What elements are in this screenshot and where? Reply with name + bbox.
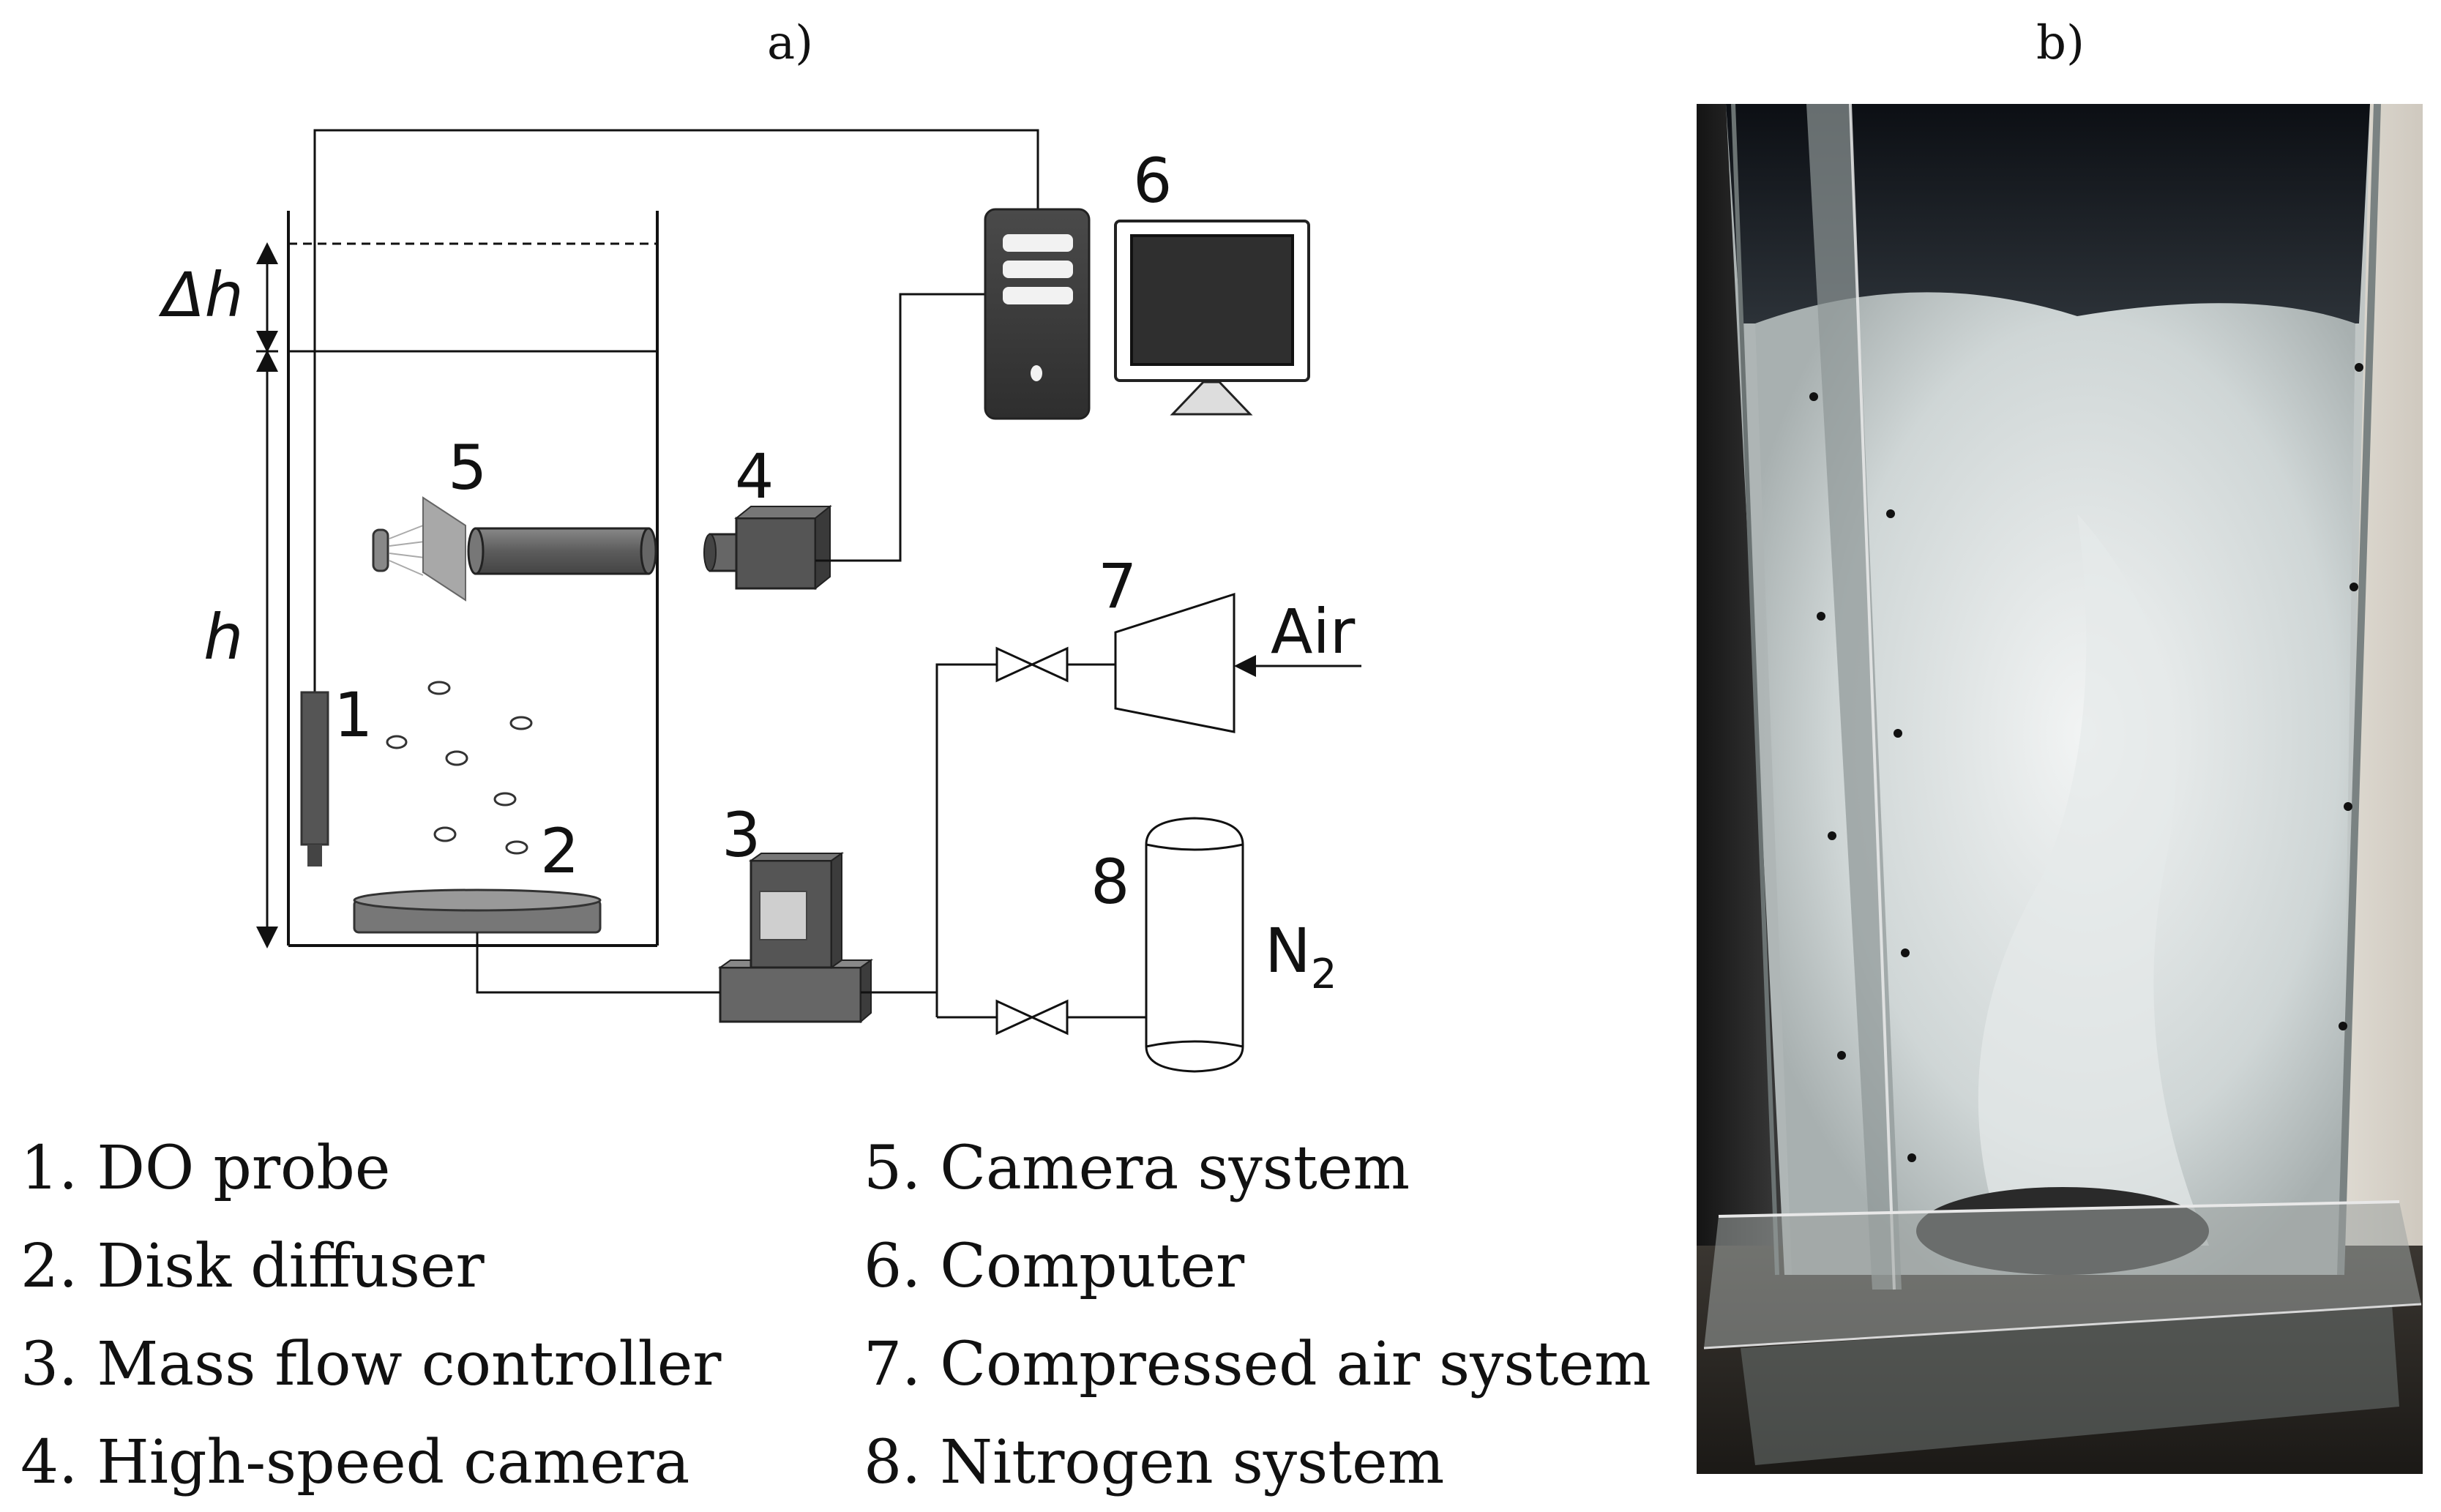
setup-schematic: Δh h 1 2 5: [158, 129, 1361, 1073]
nitrogen-label: N2: [1265, 915, 1337, 998]
base-plate: [1704, 1202, 2421, 1348]
camera-cable: [815, 293, 985, 562]
dimension-delta-h: [256, 242, 278, 353]
computer-monitor: [1114, 220, 1310, 416]
do-probe: [300, 691, 329, 867]
column-headspace: [1726, 104, 2370, 323]
plume-core: [1978, 514, 2209, 1246]
gas-manifold: [861, 663, 997, 994]
nitrogen-valve: [995, 999, 1069, 1036]
legend-item: 1. DO probe: [20, 1134, 391, 1203]
label-4: 4: [735, 441, 774, 512]
column-corner: [1806, 104, 1902, 1290]
disk-diffuser: [353, 888, 602, 934]
panel-a-label: a): [767, 16, 814, 70]
legend-left: 1. DO probe 2. Disk diffuser 3. Mass flo…: [20, 1120, 722, 1512]
label-2: 2: [540, 815, 579, 887]
mass-flow-controller: [717, 852, 874, 1024]
air-compressor: [1114, 592, 1236, 733]
label-8: 8: [1091, 846, 1129, 918]
label-7: 7: [1098, 550, 1137, 622]
label-6: 6: [1133, 145, 1172, 217]
probe-cable: [313, 129, 1039, 692]
air-label: Air: [1271, 596, 1356, 667]
nitrogen-label-main: N: [1265, 915, 1311, 987]
legend-item: 2. Disk diffuser: [20, 1232, 485, 1301]
legend-item: 7. Compressed air system: [864, 1330, 1651, 1399]
legend-item: 6. Computer: [864, 1232, 1245, 1301]
diffuser-supply-line: [476, 932, 720, 994]
nitrogen-label-sub: 2: [1311, 951, 1337, 998]
bubble-column-tank: [287, 211, 659, 947]
air-valve: [995, 646, 1069, 683]
label-5: 5: [448, 432, 487, 504]
computer-tower: [984, 208, 1091, 420]
legend-right: 5. Camera system 6. Computer 7. Compress…: [864, 1120, 1651, 1512]
label-3: 3: [722, 799, 760, 871]
frame-bolts: [1809, 363, 2363, 1162]
bubble-column-photo: [1697, 104, 2423, 1474]
legend-item: 4. High-speed camera: [20, 1428, 690, 1497]
legend-item: 3. Mass flow controller: [20, 1330, 722, 1399]
panel-b-label: b): [2036, 16, 2085, 70]
camera-system: [372, 496, 657, 602]
h-label: h: [203, 601, 244, 674]
legend-item: 5. Camera system: [864, 1134, 1410, 1203]
legend-item: 8. Nitrogen system: [864, 1428, 1445, 1497]
delta-h-label: Δh: [158, 259, 244, 331]
nitrogen-cylinder: [1145, 817, 1244, 1073]
bubbles: [386, 681, 533, 855]
bubble-plume: [1755, 292, 2355, 1275]
high-speed-camera: [703, 504, 832, 591]
label-1: 1: [334, 679, 373, 751]
